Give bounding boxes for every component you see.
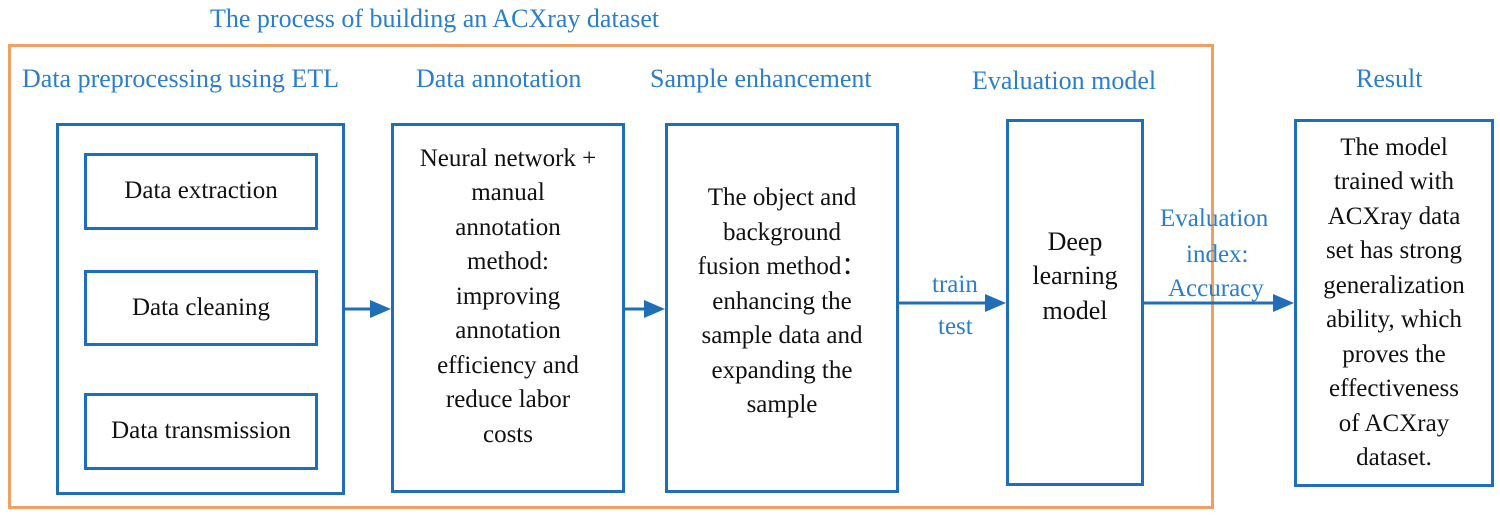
text-line: Deep (1047, 226, 1103, 256)
annotation-box: Neural network + manual annotation metho… (391, 123, 625, 493)
text-line: proves the (1342, 340, 1446, 368)
diagram-title: The process of building an ACXray datase… (210, 4, 660, 33)
model-box: Deep learning model (1006, 119, 1144, 486)
text-line: efficiency and (437, 351, 579, 379)
text-line: ACXray data (1327, 202, 1461, 230)
enhancement-text: The object and background fusion method：… (698, 181, 867, 423)
arrow-label-evaluation: Evaluation (1160, 205, 1269, 232)
text-line: reduce labor (445, 386, 571, 414)
result-box: The model trained with ACXray data set h… (1294, 119, 1494, 487)
text-line: model (1042, 295, 1108, 325)
text-line: annotation (455, 317, 561, 345)
section-result-header: Result (1356, 64, 1423, 93)
annotation-text: Neural network + manual annotation metho… (420, 142, 597, 453)
text-line: costs (482, 420, 533, 448)
arrow-head (985, 294, 1006, 312)
text-line: annotation (455, 213, 561, 241)
text-line: manual (471, 179, 545, 207)
section-enhancement-header: Sample enhancement (650, 64, 872, 93)
etl-step-extraction: Data extraction (84, 153, 318, 230)
text-line: sample data and (701, 322, 863, 350)
text-line: trained with (1333, 168, 1455, 195)
text-line: enhancing the (712, 287, 852, 315)
arrow-head (644, 300, 665, 318)
arrow-head (370, 300, 391, 318)
text-line: background (722, 218, 842, 246)
section-evaluation-header: Evaluation model (972, 66, 1157, 95)
text-line: of ACXray (1338, 409, 1450, 437)
section-annotation-header: Data annotation (416, 64, 582, 93)
text-line: effectiveness (1328, 375, 1460, 402)
text-line: improving (455, 282, 561, 310)
section-etl-header: Data preprocessing using ETL (22, 64, 339, 93)
arrow-head (1273, 294, 1294, 312)
etl-step-label: Data transmission (111, 417, 291, 445)
text-line: set has strong (1325, 237, 1463, 264)
arrow-label-accuracy: Accuracy (1168, 275, 1264, 302)
etl-step-transmission: Data transmission (84, 393, 318, 470)
result-text: The model trained with ACXray data set h… (1323, 131, 1465, 476)
dataset-building-container (8, 44, 1214, 509)
text-line: Neural network + (419, 144, 597, 172)
text-line: generalization (1323, 271, 1465, 299)
etl-step-label: Data cleaning (131, 293, 271, 321)
arrow-label-index: index: (1186, 241, 1249, 268)
text-line: learning (1032, 261, 1118, 291)
text-line: method: (467, 248, 549, 276)
text-line: The object and (707, 184, 857, 212)
text-line: sample (746, 391, 818, 419)
enhancement-box: The object and background fusion method：… (665, 123, 899, 493)
model-text: Deep learning model (1032, 225, 1117, 329)
etl-step-label: Data extraction (124, 177, 278, 205)
text-line: expanding the (711, 356, 853, 384)
text-line: The model (1340, 133, 1448, 161)
text-line: dataset. (1356, 444, 1432, 471)
arrow-label-test: test (938, 313, 973, 340)
arrow-label-train: train (932, 271, 978, 298)
text-line: fusion method： (697, 253, 867, 281)
etl-step-cleaning: Data cleaning (84, 270, 318, 346)
text-line: ability, which (1326, 306, 1462, 333)
